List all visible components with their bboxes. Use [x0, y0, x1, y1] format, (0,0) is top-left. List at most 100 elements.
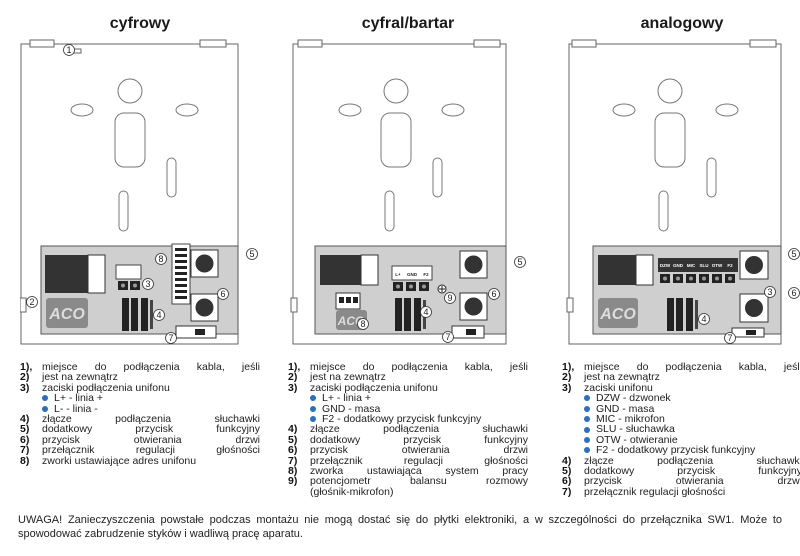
cable-entry: [290, 297, 298, 313]
legend-item-text: jest na zewnątrz: [310, 371, 386, 384]
bullet-icon: [310, 395, 316, 402]
legend-item-text: zworki ustawiające adres unifonu: [42, 454, 197, 467]
column-title: analogowy: [640, 15, 724, 32]
speaker-slot: [654, 112, 686, 168]
callouts: [357, 256, 526, 343]
legend-item-text: przełącznik regulacji głośności: [584, 485, 726, 498]
callout-5: 5: [791, 249, 796, 259]
legend-item: 4) złącze podłączenia słuchawki: [288, 423, 528, 436]
legend-item-number: 7): [20, 444, 30, 457]
legend-subitem-text: L+ - linia +: [322, 392, 372, 405]
legend-subitem-text: DZW - dzwonek: [596, 392, 671, 405]
legend-item-number: 4): [288, 423, 298, 436]
legend-item-number: 1),: [20, 361, 33, 373]
callout-labels: 5 6 9 4 8 7: [360, 257, 522, 342]
slot: [432, 157, 443, 198]
relay: [598, 255, 636, 285]
legend-subitem: L- - linia -: [20, 402, 260, 415]
callout-7: 7: [445, 332, 450, 342]
legend-item-number: 3): [562, 381, 572, 394]
legend-item-text: jest na zewnątrz: [584, 371, 660, 384]
warning-note: UWAGA! Zanieczyszczenia powstałe podczas…: [18, 514, 782, 540]
legend-item: 7)przełącznik regulacji głośności: [288, 454, 528, 467]
bullet-icon: [584, 426, 590, 433]
device-diagram: ACO 1 2 3 4 5 6 7 8: [20, 39, 258, 345]
legend-subitem: L+ - linia +: [288, 392, 528, 405]
speaker-slot: [114, 112, 146, 168]
legend-item: 7) przełącznik regulacji głośności: [562, 485, 800, 498]
column-cyfral-bartar: cyfral/bartar L+ GND F2 ACO: [288, 0, 528, 556]
legend-item-number: 4): [562, 454, 572, 467]
legend-item: 7)przełącznik regulacji głośności: [20, 444, 260, 457]
terminal-label-dzw: DZW: [660, 263, 671, 268]
relay-cap: [87, 254, 106, 294]
slot: [118, 190, 129, 232]
legend-item-number: 5): [562, 465, 572, 478]
terminal-screw: [133, 283, 137, 288]
legend-item: 4)złącze podłączenia słuchawki: [20, 414, 260, 425]
terminal-labels: DZW GND MIC SLU OTW F2: [660, 263, 733, 268]
aco-logo-text: ACO: [599, 306, 636, 323]
legend-item-text: złącze podłączenia słuchawki: [310, 423, 528, 436]
jumper-pins: [175, 248, 187, 299]
volume-switch-knob: [466, 329, 476, 335]
legend-subitem: SLU - słuchawka: [562, 424, 800, 435]
callout-2: 2: [29, 297, 34, 307]
callout-6: 6: [491, 289, 496, 299]
legend-item-number: 6): [288, 444, 298, 457]
slot: [658, 190, 669, 232]
legend-subitem-text: F2 - dodatkowy przycisk funkcyjny: [322, 413, 482, 426]
legend-item-text: (głośnik-mikrofon): [310, 485, 394, 498]
legend-subitem: MIC - mikrofon: [562, 414, 800, 424]
slot: [166, 157, 177, 198]
device-diagram: L+ GND F2 ACO 5: [290, 39, 526, 345]
terminal-label-slu: SLU: [700, 263, 709, 268]
legend-subitem-text: F2 - dodatkowy przycisk funkcyjny: [596, 444, 756, 457]
cable-entry: [20, 297, 27, 313]
legend-subitem: L+ - linia +: [20, 393, 260, 404]
mount-hole: [175, 103, 199, 117]
callout-4: 4: [423, 307, 428, 317]
legend-item-number: 9): [288, 475, 298, 488]
legend-item-text: dodatkowy przycisk funkcyjny: [42, 423, 260, 436]
relay-cap: [360, 254, 379, 286]
volume-switch-knob: [195, 329, 205, 335]
bullet-icon: [584, 416, 590, 423]
callout-3: 3: [767, 287, 772, 297]
terminal-label-strip: [658, 258, 738, 272]
terminal-label-f2: F2: [423, 272, 429, 277]
bullet-icon: [42, 405, 48, 412]
terminal-label-box: [115, 264, 142, 280]
slot: [384, 190, 395, 232]
door-button: [745, 299, 763, 317]
bullet-icon: [584, 405, 590, 412]
terminal-label-gnd: GND: [407, 272, 418, 277]
mount-hole: [441, 103, 465, 117]
top-clip: [473, 39, 501, 48]
callout-7: 7: [727, 333, 732, 343]
legend-item: 6)przycisk otwierania drzwi: [20, 433, 260, 446]
speaker-slot: [380, 112, 412, 168]
callout-5: 5: [517, 257, 522, 267]
mount-hole: [70, 103, 94, 117]
legend-item: 8)zworki ustawiające adres unifonu: [20, 454, 260, 467]
door-button: [195, 298, 214, 317]
legend-item-number: 7): [562, 485, 572, 498]
callouts: [698, 248, 800, 344]
legend-subitem: OTW - otwieranie: [562, 434, 800, 445]
legend-item: 4)złącze podłączenia słuchawki: [562, 454, 800, 467]
legend-item-text: przycisk otwierania drzwi: [42, 433, 260, 446]
legend-item-text: miejsce do podłączenia kabla, jeśli: [42, 361, 260, 373]
device-diagram: DZW GND MIC SLU OTW F2 ACO: [566, 39, 800, 345]
legend-subitem-text: L- - linia -: [54, 402, 98, 415]
legend-item-number: 7): [288, 454, 298, 467]
mount-hole: [383, 78, 409, 104]
legend-subitem: DZW - dzwonek: [562, 392, 800, 405]
legend-item-number: [288, 487, 310, 497]
terminal-label-mic: MIC: [687, 263, 696, 268]
legend-item-number: 5): [20, 423, 30, 436]
mount-hole: [612, 103, 636, 117]
legend-item-text: dodatkowy przycisk funkcyjny: [584, 465, 800, 478]
